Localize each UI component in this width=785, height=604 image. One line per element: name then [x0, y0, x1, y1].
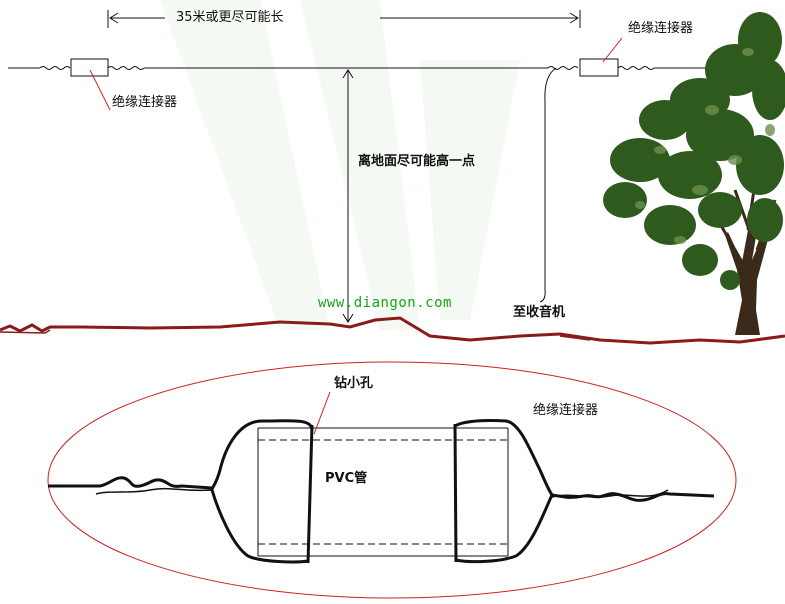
insulator-right	[579, 58, 619, 77]
insulator-detail-label: 绝缘连接器	[533, 403, 599, 418]
left-wire-loop-side	[306, 424, 314, 564]
right-wire-tail	[551, 492, 715, 502]
to-radio-label: 至收音机	[513, 305, 566, 320]
insulator-left-label: 绝缘连接器	[112, 95, 178, 110]
span-length-label: 35米或更尽可能长	[176, 10, 284, 25]
detail-ellipse	[47, 361, 737, 599]
down-lead-wire	[539, 67, 557, 303]
ground-line-shadow	[0, 329, 591, 341]
insulator-left	[70, 58, 109, 77]
leader-line-drill	[313, 391, 331, 435]
pvc-tube	[257, 427, 509, 557]
watermark: www.diangon.com	[318, 295, 452, 311]
leader-line-left	[89, 69, 111, 111]
left-wire-loop	[210, 419, 314, 564]
left-wire-twist	[95, 487, 213, 495]
height-note-label: 离地面尽可能高一点	[358, 154, 476, 169]
ground-line	[0, 316, 785, 345]
right-wire-loop	[454, 419, 554, 564]
height-arrow	[342, 69, 354, 323]
pvc-tube-label: PVC管	[325, 471, 368, 486]
antenna-wire	[8, 66, 780, 70]
leader-line-right	[602, 37, 623, 63]
span-dimension-line	[107, 10, 581, 28]
background-rays	[160, 0, 520, 330]
insulator-right-label: 绝缘连接器	[628, 21, 694, 36]
right-wire-twist	[551, 489, 669, 498]
tree	[603, 12, 785, 335]
left-wire-tail	[48, 476, 213, 490]
drill-hole-label: 钻小孔	[334, 376, 374, 391]
right-wire-loop-side	[453, 423, 458, 563]
